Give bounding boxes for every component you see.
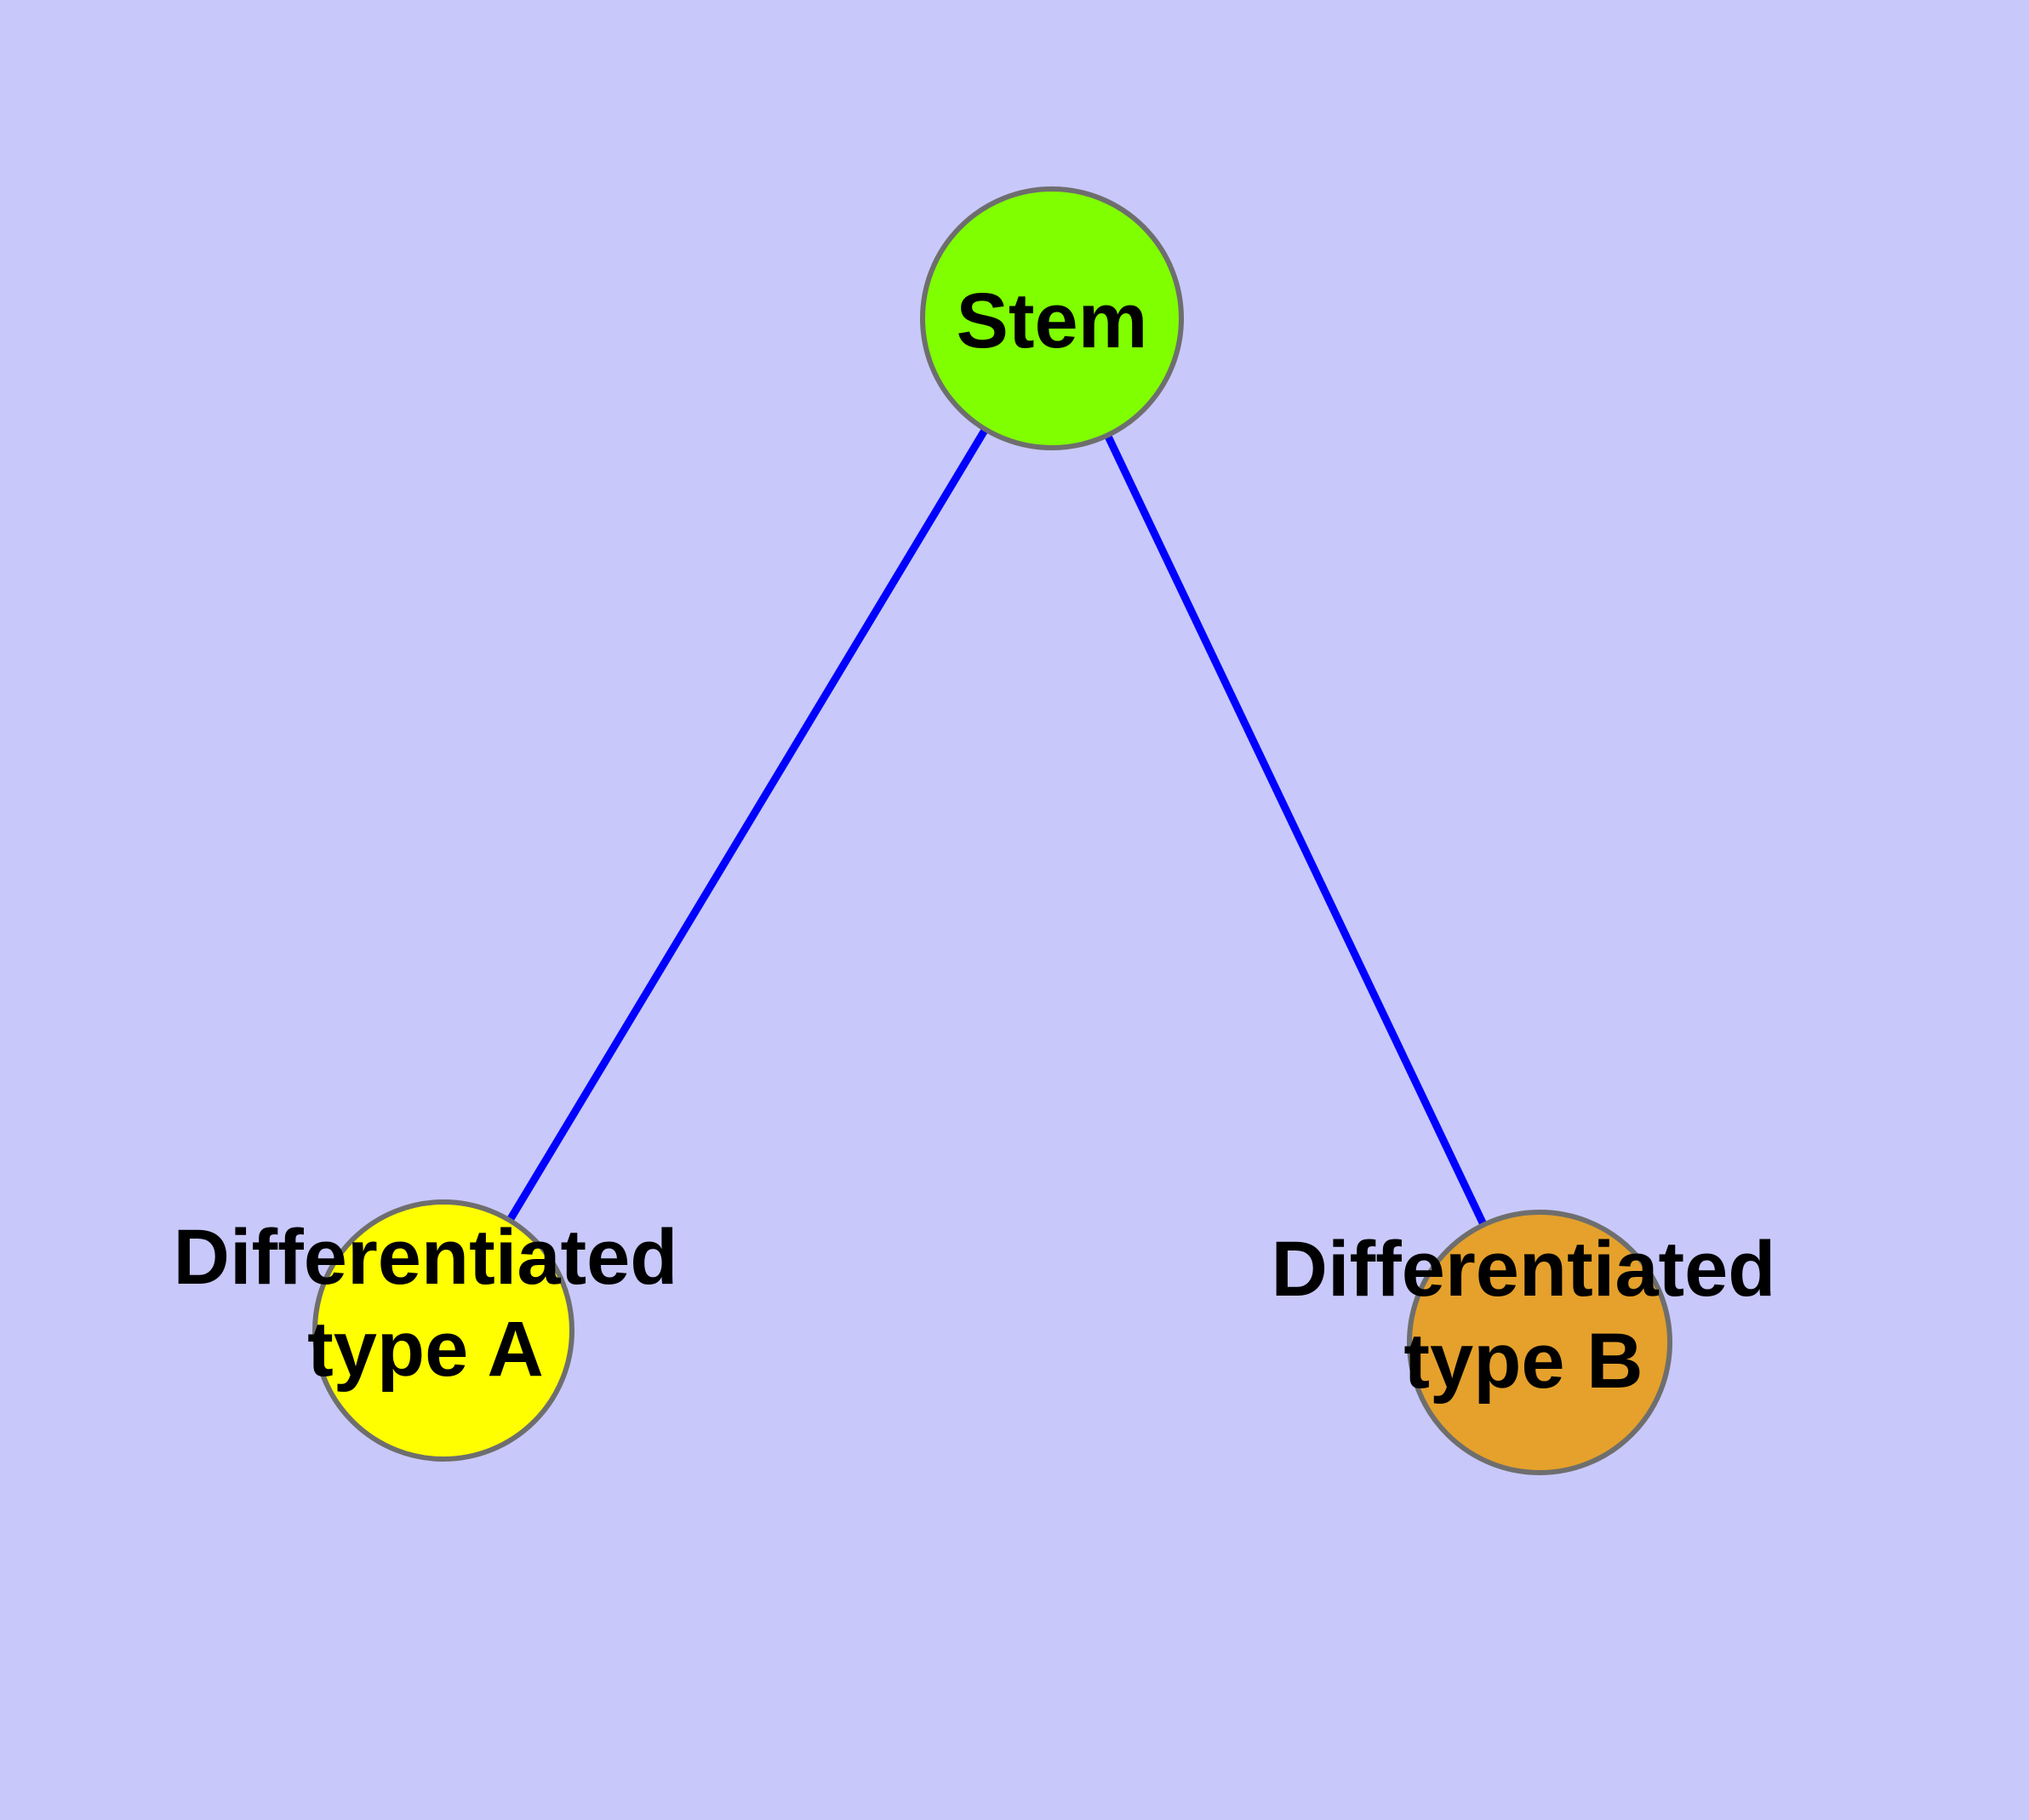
node-label-line: type B xyxy=(1403,1318,1643,1405)
node-label-line: type A xyxy=(307,1306,544,1393)
node-label-line: Differentiated xyxy=(1272,1226,1776,1313)
graph-node-stem[interactable] xyxy=(920,186,1184,450)
graph-edge[interactable] xyxy=(1048,317,1544,1344)
graph-node-diff_a[interactable] xyxy=(312,1199,574,1462)
nodes-layer xyxy=(312,186,1672,1475)
node-label-line: Differentiated xyxy=(174,1214,678,1301)
graph-edge[interactable] xyxy=(440,316,1055,1333)
node-label-stem: Stem xyxy=(957,278,1148,364)
node-label-line: Stem xyxy=(957,278,1148,364)
graph-node-diff_b[interactable] xyxy=(1407,1210,1672,1475)
edges-layer xyxy=(440,316,1544,1344)
